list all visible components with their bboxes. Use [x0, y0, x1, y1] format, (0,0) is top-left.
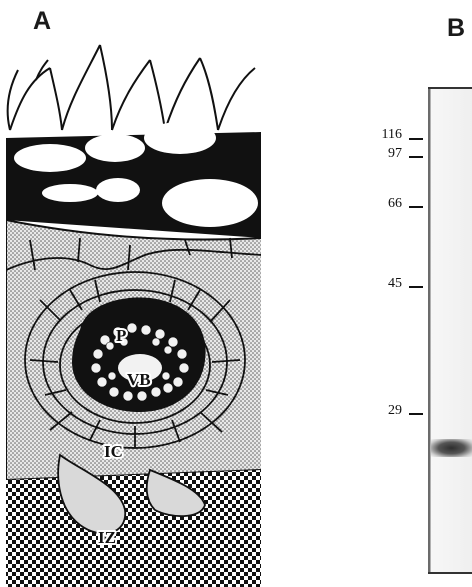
marker-66: 66 — [366, 196, 402, 212]
marker-116: 116 — [366, 127, 402, 143]
label-ic: IC — [104, 442, 123, 461]
dark-cortex-layer — [6, 122, 262, 238]
nodule-diagram: P VB IC IZ — [0, 40, 270, 587]
tick-29 — [409, 413, 423, 415]
infected-zone — [6, 470, 262, 587]
tick-97 — [409, 156, 423, 158]
label-p: P — [116, 326, 126, 345]
label-vb: VB — [127, 370, 151, 389]
marker-45: 45 — [366, 276, 402, 292]
epidermis-cells — [8, 45, 255, 130]
marker-29: 29 — [366, 403, 402, 419]
tick-66 — [409, 206, 423, 208]
blot-band — [431, 439, 472, 457]
tick-45 — [409, 286, 423, 288]
label-iz: IZ — [98, 528, 116, 547]
blot-lane — [428, 87, 472, 574]
marker-97: 97 — [366, 146, 402, 162]
panel-a-letter: A — [33, 7, 51, 36]
tick-116 — [409, 138, 423, 140]
panel-b-letter: B — [447, 14, 465, 43]
